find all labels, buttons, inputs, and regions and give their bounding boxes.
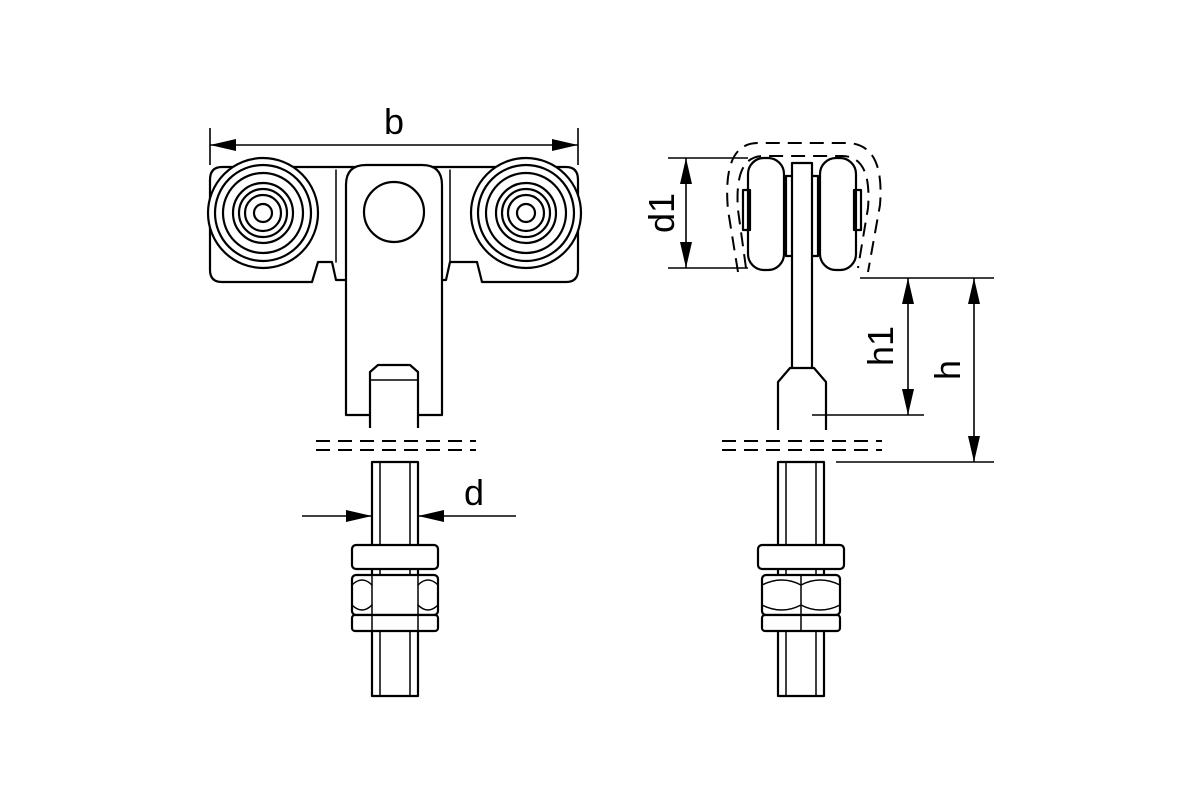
dimension-label-b: b xyxy=(384,101,404,142)
front-right-wheel xyxy=(469,156,583,270)
front-bracket-pin xyxy=(362,180,426,244)
side-nut xyxy=(760,573,842,617)
dimension-label-d1: d1 xyxy=(641,193,682,233)
side-washer xyxy=(756,543,846,571)
side-rail-profile xyxy=(726,142,882,273)
front-left-wheel xyxy=(206,156,320,270)
side-lock-nut xyxy=(760,613,842,633)
side-wheels xyxy=(741,156,863,272)
dimension-b: b xyxy=(209,101,579,165)
front-view: b d xyxy=(206,101,583,698)
dimension-label-h: h xyxy=(927,360,968,380)
dimension-d: d xyxy=(302,472,516,522)
dimension-label-h1: h1 xyxy=(860,326,901,366)
front-washer xyxy=(350,543,440,571)
front-nut xyxy=(350,573,440,617)
side-break-marks xyxy=(722,440,882,451)
front-hanger-bracket xyxy=(344,163,444,417)
dimension-label-d: d xyxy=(464,472,484,513)
dimension-d1: d1 xyxy=(641,157,748,269)
front-break-marks xyxy=(316,440,476,451)
dimension-h: h xyxy=(836,278,994,463)
front-lock-nut xyxy=(350,613,440,633)
dimension-h1: h1 xyxy=(812,277,994,416)
side-view: d1 h1 h xyxy=(641,142,994,698)
